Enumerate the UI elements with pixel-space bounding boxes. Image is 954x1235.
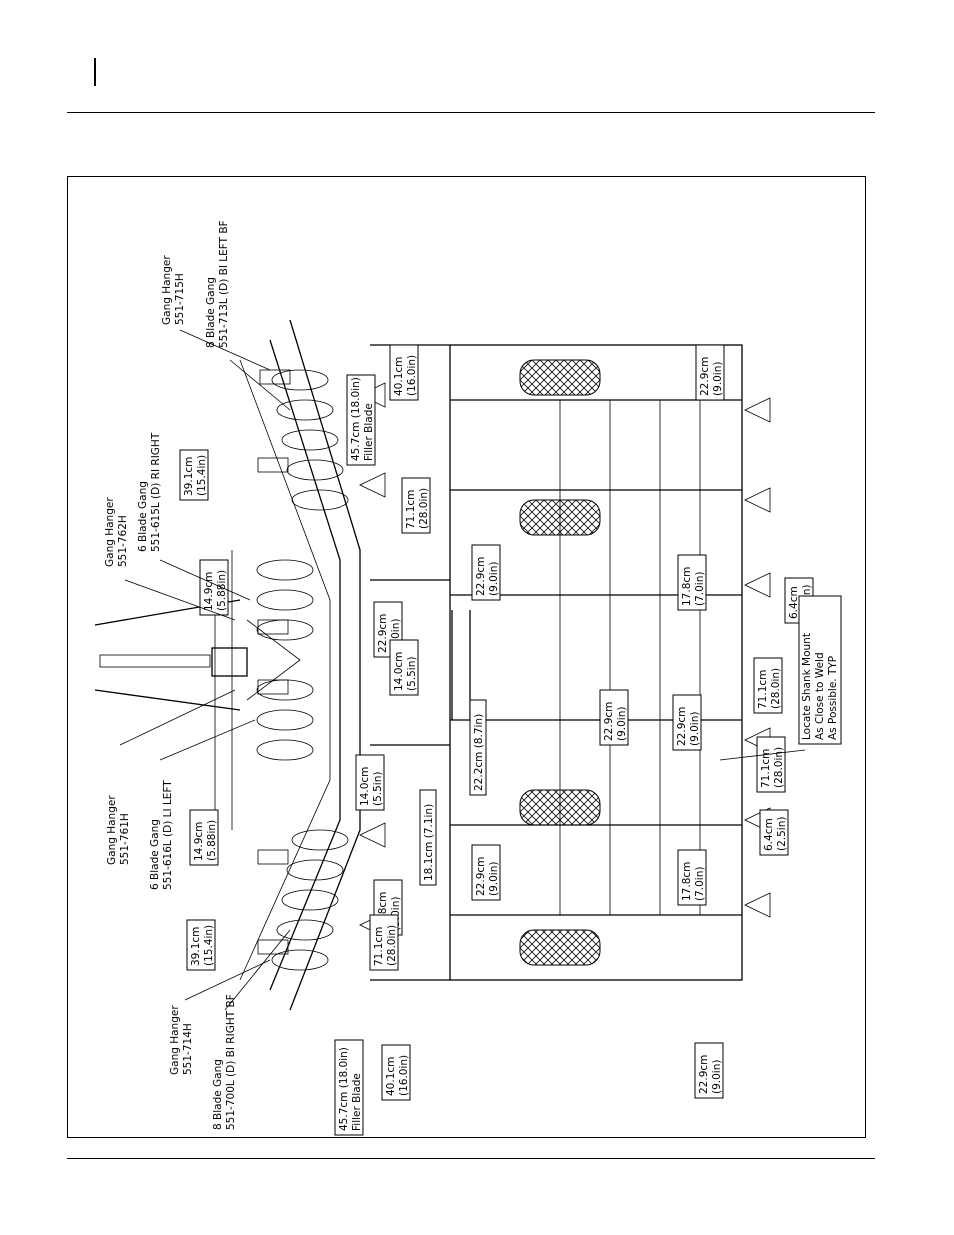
callout-gang-713-l1: 8 Blade Gang [205, 277, 217, 348]
dim-shank-711-bottom-l2: (28.0in) [773, 747, 785, 788]
dim-frame-top-229a-l2: (9.0in) [488, 562, 500, 596]
dim-wheel-64-bottom-l1: 6.4cm [763, 818, 775, 851]
callout-shank-note-l2: As Close to Weld [814, 652, 826, 740]
callout-shank-note-l1: Locate Shank Mount [801, 633, 813, 740]
callout-hanger-714-l1: Gang Hanger [169, 1005, 181, 1075]
dim-gang-bottom-spacing-l1: 39.1cm [190, 927, 202, 966]
callout-hanger-762-l2: 551-762H [117, 515, 129, 567]
callout-gang-700-l2: 551-700L (D) BI RIGHT BF [225, 994, 237, 1130]
disc-gang-section [94, 319, 361, 1011]
dim-gang-bottom-outer-l2: Filler Blade [351, 1073, 363, 1131]
dim-wheel-178-bottom-l2: (7.0in) [694, 867, 706, 901]
callout-hanger-714-l2: 551-714H [182, 1023, 194, 1075]
footer-rule [67, 1158, 875, 1159]
dim-center-181: 18.1cm (7.1in) [423, 804, 435, 881]
dim-frame-bottom-229c-l2: (9.0in) [488, 862, 500, 896]
callout-hanger-715-l1: Gang Hanger [161, 255, 173, 325]
dim-mid-229b-l1: 22.9cm [676, 707, 688, 746]
dim-frame-top-229b-l1: 22.9cm [377, 614, 389, 653]
dim-frame-top-229a-l1: 22.9cm [475, 557, 487, 596]
dim-gang-bottom-inner-l1: 14.9cm [193, 822, 205, 861]
dim-frame-bottom-71-l2: (28.0in) [386, 925, 398, 966]
dim-frame-top-71-l2: (28.0in) [418, 488, 430, 529]
dim-wheel-64-bottom-l2: (2.5in) [776, 817, 788, 851]
dim-frame-bottom-40-l2: (16.0in) [398, 1055, 410, 1096]
dim-shank-711-top-l2: (28.0in) [770, 668, 782, 709]
dim-shank-711-bottom-l1: 71.1cm [760, 749, 772, 788]
callout-gang-713-l2: 551-713L (D) BI LEFT BF [218, 220, 230, 348]
dim-frame-top-40-l2: (16.0in) [406, 355, 418, 396]
dim-wheel-178-bottom-l1: 17.8cm [681, 862, 693, 901]
dim-gang-bottom-inner-l2: (5.88in) [206, 820, 218, 861]
dim-gang-top-spacing-l1: 39.1cm [183, 457, 195, 496]
diagram-frame [67, 176, 866, 1138]
dim-wheel-178-top-l2: (7.0in) [694, 572, 706, 606]
header-tab-mark [94, 58, 96, 86]
dim-gang-top-outer-l2: Filler Blade [363, 403, 375, 461]
callout-shank-note-l3: As Possible. TYP [827, 656, 839, 740]
dim-gang-top-inner-l2: (5.88in) [216, 570, 228, 611]
dim-center-140-top-l2: (5.5in) [406, 657, 418, 691]
dim-center-140-top-l1: 14.0cm [393, 652, 405, 691]
dim-wheel-178-top-l1: 17.8cm [681, 567, 693, 606]
callout-hanger-761-l1: Gang Hanger [106, 795, 118, 865]
callout-gang-616-l1: 6 Blade Gang [149, 819, 161, 890]
dim-frame-top-71-l1: 71.1cm [405, 490, 417, 529]
dim-frame-bottom-40-l1: 40.1cm [385, 1057, 397, 1096]
callout-hanger-762-l1: Gang Hanger [104, 497, 116, 567]
dim-frame-top-40-l1: 40.1cm [393, 357, 405, 396]
dim-shank-711-top-l1: 71.1cm [757, 670, 769, 709]
dim-wheel-229-top-l1: 22.9cm [699, 357, 711, 396]
callout-gang-616-l2: 551-616L (D) LI LEFT [162, 780, 174, 890]
dim-center-222: 22.2cm (8.7in) [473, 714, 485, 791]
dim-wheel-229-bottom-l2: (9.0in) [711, 1060, 723, 1094]
dim-mid-229b-l2: (9.0in) [689, 712, 701, 746]
dim-wheel-229-top-l2: (9.0in) [712, 362, 724, 396]
dim-gang-top-spacing-l2: (15.4in) [196, 455, 208, 496]
dim-gang-top-inner-l1: 14.9cm [203, 572, 215, 611]
callout-gang-615-l1: 6 Blade Gang [137, 481, 149, 552]
callout-hanger-715-l2: 551-715H [174, 273, 186, 325]
header-rule [67, 112, 875, 113]
dim-gang-bottom-outer-l1: 45.7cm (18.0in) [338, 1047, 350, 1131]
callout-gang-700-l1: 8 Blade Gang [212, 1059, 224, 1130]
dim-gang-bottom-spacing-l2: (15.4in) [203, 925, 215, 966]
dim-mid-229a-l2: (9.0in) [616, 707, 628, 741]
dim-mid-229a-l1: 22.9cm [603, 702, 615, 741]
dim-frame-bottom-71-l1: 71.1cm [373, 927, 385, 966]
dim-gang-top-outer-l1: 45.7cm (18.0in) [350, 377, 362, 461]
dim-center-140-bottom-l2: (5.5in) [372, 772, 384, 806]
dim-center-140-bottom-l1: 14.0cm [359, 767, 371, 806]
dim-wheel-64-top-l1: 6.4cm [788, 586, 800, 619]
main-frame [359, 344, 771, 981]
dim-frame-bottom-229c-l1: 22.9cm [475, 857, 487, 896]
callout-hanger-761-l2: 551-761H [119, 813, 131, 865]
callout-gang-615-l2: 551-615L (D) RI RIGHT [150, 432, 162, 552]
dim-wheel-229-bottom-l1: 22.9cm [698, 1055, 710, 1094]
